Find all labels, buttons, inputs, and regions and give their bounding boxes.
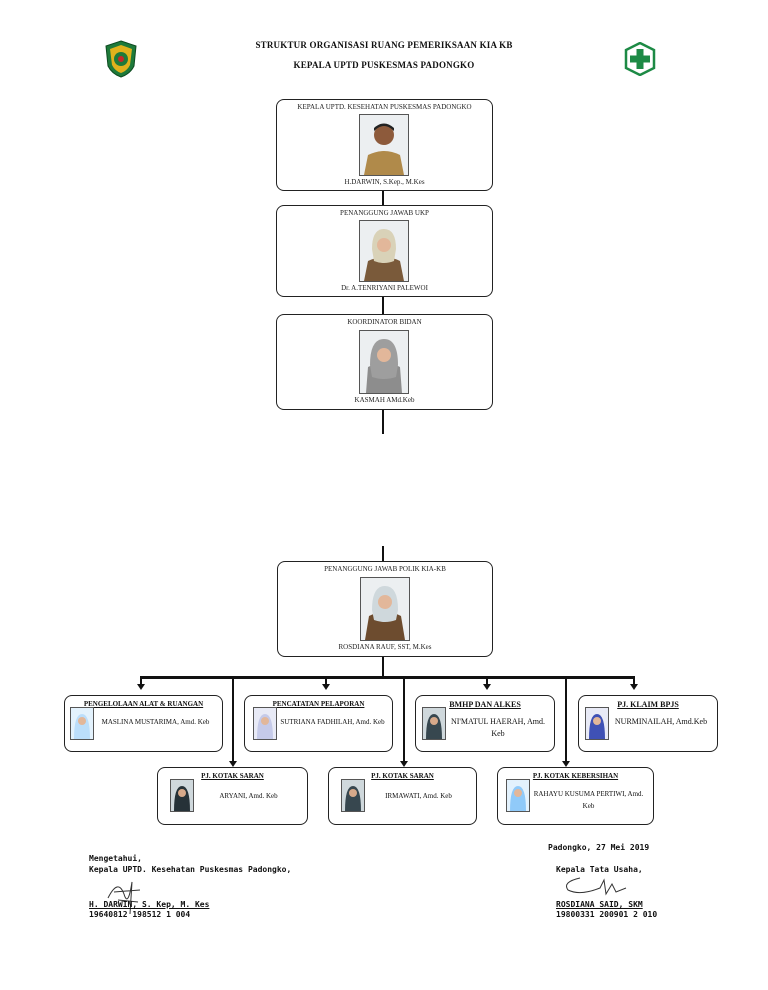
org-box-title: PENCATATAN PELAPORAN [272, 700, 365, 708]
org-box-kotak-kebersihan: PJ. KOTAK KEBERSIHAN RAHAYU KUSUMA PERTI… [497, 767, 654, 825]
person-photo-icon [253, 707, 277, 740]
org-box-name: ROSDIANA RAUF, SST, M.Kes [338, 643, 432, 651]
org-box-kotak-saran-1: PJ. KOTAK SARAN ARYANI, Amd. Keb [157, 767, 308, 825]
signature-left-name: H. DARWIN, S. Kep, M. Kes [89, 900, 210, 909]
signature-right-name: ROSDIANA SAID, SKM [556, 900, 643, 909]
signature-right-nip: 19800331 200901 2 010 [556, 910, 658, 919]
org-box-penanggung-jawab-ukp: PENANGGUNG JAWAB UKP Dr. A.TENRIYANI PAL… [276, 205, 493, 297]
org-box-name: IRMAWATI, Amd. Keb [385, 792, 452, 800]
connector-line [382, 657, 384, 677]
page-subtitle: KEPALA UPTD PUSKESMAS PADONGKO [293, 60, 475, 70]
signature-date: Padongko, 27 Mei 2019 [548, 843, 650, 852]
connector-line [486, 676, 488, 686]
signature-left-scribble-icon [100, 868, 150, 916]
person-photo-icon [341, 779, 365, 812]
org-box-name: NURMINAILAH, Amd.Keb [614, 717, 708, 726]
org-box-name: SUTRIANA FADHILAH, Amd. Keb [280, 718, 385, 726]
arrow-down-icon [562, 761, 570, 767]
org-box-koordinator-bidan: KOORDINATOR BIDAN KASMAH AMd.Keb [276, 314, 493, 410]
org-box-title: PJ. KOTAK KEBERSIHAN [532, 772, 619, 780]
person-photo-icon [170, 779, 194, 812]
org-box-bmhp-alkes: BMHP DAN ALKES NI'MATUL HAERAH, Amd. Keb [415, 695, 555, 752]
connector-line [140, 676, 634, 679]
connector-line [232, 676, 234, 762]
arrow-down-icon [630, 684, 638, 690]
signature-left-title: Kepala UPTD. Kesehatan Puskesmas Padongk… [89, 865, 292, 874]
org-box-name: ARYANI, Amd. Keb [219, 792, 278, 800]
connector-line [382, 191, 384, 205]
connector-line [325, 676, 327, 686]
person-photo-icon [70, 707, 94, 740]
signature-right-title: Kepala Tata Usaha, [556, 865, 643, 874]
arrow-down-icon [400, 761, 408, 767]
org-box-title: BMHP DAN ALKES [449, 700, 521, 709]
org-box-title: PJ. KLAIM BPJS [617, 700, 679, 709]
org-box-title: KOORDINATOR BIDAN [347, 318, 422, 326]
org-box-pengelolaan-alat: PENGELOLAAN ALAT & RUANGAN MASLINA MUSTA… [64, 695, 223, 752]
org-box-pencatatan-pelaporan: PENCATATAN PELAPORAN SUTRIANA FADHILAH, … [244, 695, 393, 752]
connector-line [382, 410, 384, 434]
arrow-down-icon [322, 684, 330, 690]
org-box-title: KEPALA UPTD. KESEHATAN PUSKESMAS PADONGK… [297, 103, 472, 111]
org-box-title: PJ. KOTAK SARAN [371, 772, 434, 780]
connector-line [382, 297, 384, 314]
org-box-title: PENANGGUNG JAWAB UKP [340, 209, 429, 217]
org-box-title: PENANGGUNG JAWAB POLIK KIA-KB [324, 565, 446, 573]
org-box-name: Dr. A.TENRIYANI PALEWOI [341, 284, 428, 292]
connector-line [633, 676, 635, 686]
person-photo-icon [360, 577, 410, 641]
connector-line [140, 676, 142, 686]
person-photo-icon [422, 707, 446, 740]
org-box-penanggung-jawab-polik: PENANGGUNG JAWAB POLIK KIA-KB ROSDIANA R… [277, 561, 493, 657]
connector-line [565, 676, 567, 762]
connector-line [403, 676, 405, 762]
person-photo-icon [359, 114, 409, 176]
org-box-kepala-uptd: KEPALA UPTD. KESEHATAN PUSKESMAS PADONGK… [276, 99, 493, 191]
person-photo-icon [359, 220, 409, 282]
org-box-title: PJ. KOTAK SARAN [201, 772, 264, 780]
arrow-down-icon [229, 761, 237, 767]
health-cross-logo-icon [624, 41, 656, 77]
org-box-name: NI'MATUL HAERAH, Amd. Keb [450, 717, 546, 738]
org-box-name: H.DARWIN, S.Kep., M.Kes [344, 178, 425, 186]
signature-right-scribble-icon [560, 872, 630, 902]
org-box-name: MASLINA MUSTARIMA, Amd. Keb [101, 718, 210, 726]
district-logo-icon [104, 40, 138, 78]
person-photo-icon [585, 707, 609, 740]
org-box-name: KASMAH AMd.Keb [354, 396, 415, 404]
page-title: STRUKTUR ORGANISASI RUANG PEMERIKSAAN KI… [255, 40, 513, 50]
org-box-klaim-bpjs: PJ. KLAIM BPJS NURMINAILAH, Amd.Keb [578, 695, 718, 752]
person-photo-icon [359, 330, 409, 394]
org-box-name: RAHAYU KUSUMA PERTIWI, Amd. Keb [533, 790, 644, 810]
person-photo-icon [506, 779, 530, 812]
signature-left-nip: 19640812 198512 1 004 [89, 910, 191, 919]
org-box-kotak-saran-2: PJ. KOTAK SARAN IRMAWATI, Amd. Keb [328, 767, 477, 825]
org-box-title: PENGELOLAAN ALAT & RUANGAN [83, 700, 204, 708]
arrow-down-icon [137, 684, 145, 690]
signature-left-label: Mengetahui, [89, 854, 142, 863]
connector-line [382, 546, 384, 561]
arrow-down-icon [483, 684, 491, 690]
